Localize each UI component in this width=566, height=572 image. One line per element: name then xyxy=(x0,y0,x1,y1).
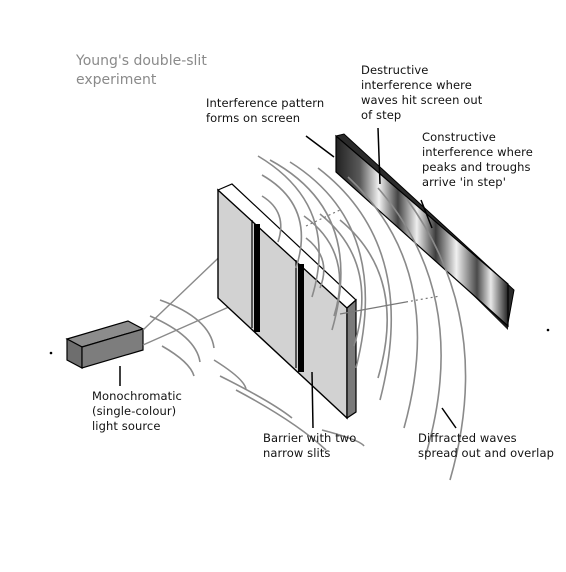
label-light-source: Monochromatic (single-colour) light sour… xyxy=(92,389,182,433)
barrier xyxy=(216,183,357,420)
label-interference-pattern: Interference pattern forms on screen xyxy=(206,96,325,125)
dot-right xyxy=(546,328,550,332)
diffracted-waves xyxy=(149,155,467,481)
dot-left xyxy=(49,351,53,355)
light-source-box xyxy=(65,320,145,369)
interference-fringes xyxy=(335,134,509,328)
diagram-title: Young's double-slit experiment xyxy=(76,53,207,88)
label-diffracted-waves: Diffracted waves spread out and overlap xyxy=(418,431,555,460)
label-barrier: Barrier with two narrow slits xyxy=(263,431,357,460)
label-destructive-interference: Destructive interference where waves hit… xyxy=(361,63,483,122)
leader-lines xyxy=(119,127,457,429)
path-lines xyxy=(305,209,441,315)
label-constructive-interference: Constructive interference where peaks an… xyxy=(422,130,533,189)
